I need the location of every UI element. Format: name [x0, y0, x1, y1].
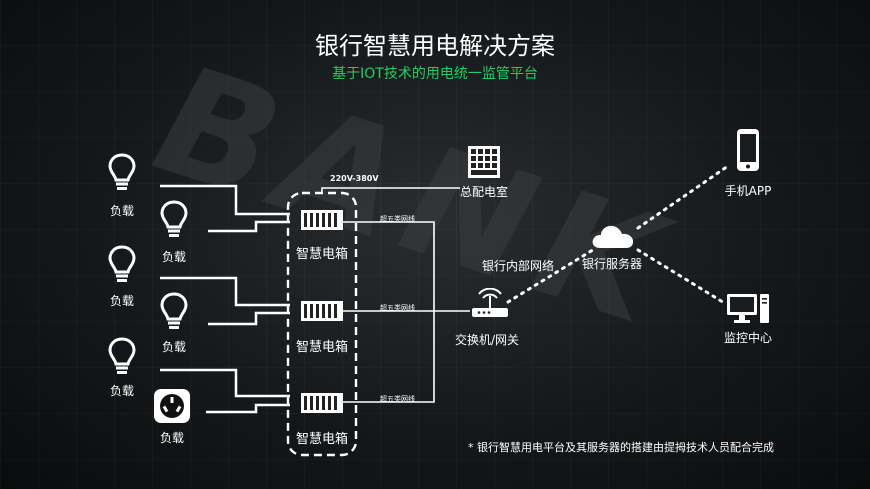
power-socket-icon [154, 389, 190, 423]
load-label: 负载 [161, 340, 187, 354]
voltage-label: 220V-380V [330, 174, 379, 183]
load-label: 负载 [109, 384, 135, 398]
smart-box-label: 智慧电箱 [295, 247, 349, 262]
page-title: 银行智慧用电解决方案 [315, 32, 555, 60]
mobile-app-label: 手机APP [724, 184, 772, 198]
cloud-icon [592, 225, 634, 248]
page-subtitle: 基于IOT技术的用电统一监管平台 [332, 66, 538, 82]
distribution-room-label: 总配电室 [459, 185, 509, 199]
mobile-phone-icon [737, 129, 759, 171]
server-label: 银行服务器 [581, 257, 643, 271]
smart-box-icon [301, 393, 343, 413]
load-label: 负载 [109, 294, 135, 308]
lightbulb-icon [108, 245, 136, 282]
smart-box-label: 智慧电箱 [295, 432, 349, 447]
switch-gateway-label: 交换机/网关 [454, 333, 520, 347]
lightbulb-icon [160, 292, 188, 329]
footnote: * 银行智慧用电平台及其服务器的搭建由提拇技术人员配合完成 [468, 441, 774, 454]
cable-label: 超五类网线 [380, 304, 415, 312]
smart-box-icon [301, 301, 343, 321]
monitoring-center-label: 监控中心 [723, 331, 773, 345]
smart-box-label: 智慧电箱 [295, 340, 349, 355]
cable-label: 超五类网线 [380, 215, 415, 223]
load-label: 负载 [161, 250, 187, 264]
router-icon [472, 288, 508, 317]
cable-label: 超五类网线 [380, 395, 415, 403]
lightbulb-icon [108, 337, 136, 374]
intranet-label: 银行内部网络 [482, 259, 555, 273]
lightbulb-icon [160, 200, 188, 237]
smart-box-icon [301, 210, 343, 230]
computer-monitor-icon [727, 294, 769, 323]
load-label: 负载 [109, 204, 135, 218]
distribution-panel-icon [468, 146, 500, 178]
load-label: 负载 [159, 431, 185, 445]
lightbulb-icon [108, 153, 136, 190]
